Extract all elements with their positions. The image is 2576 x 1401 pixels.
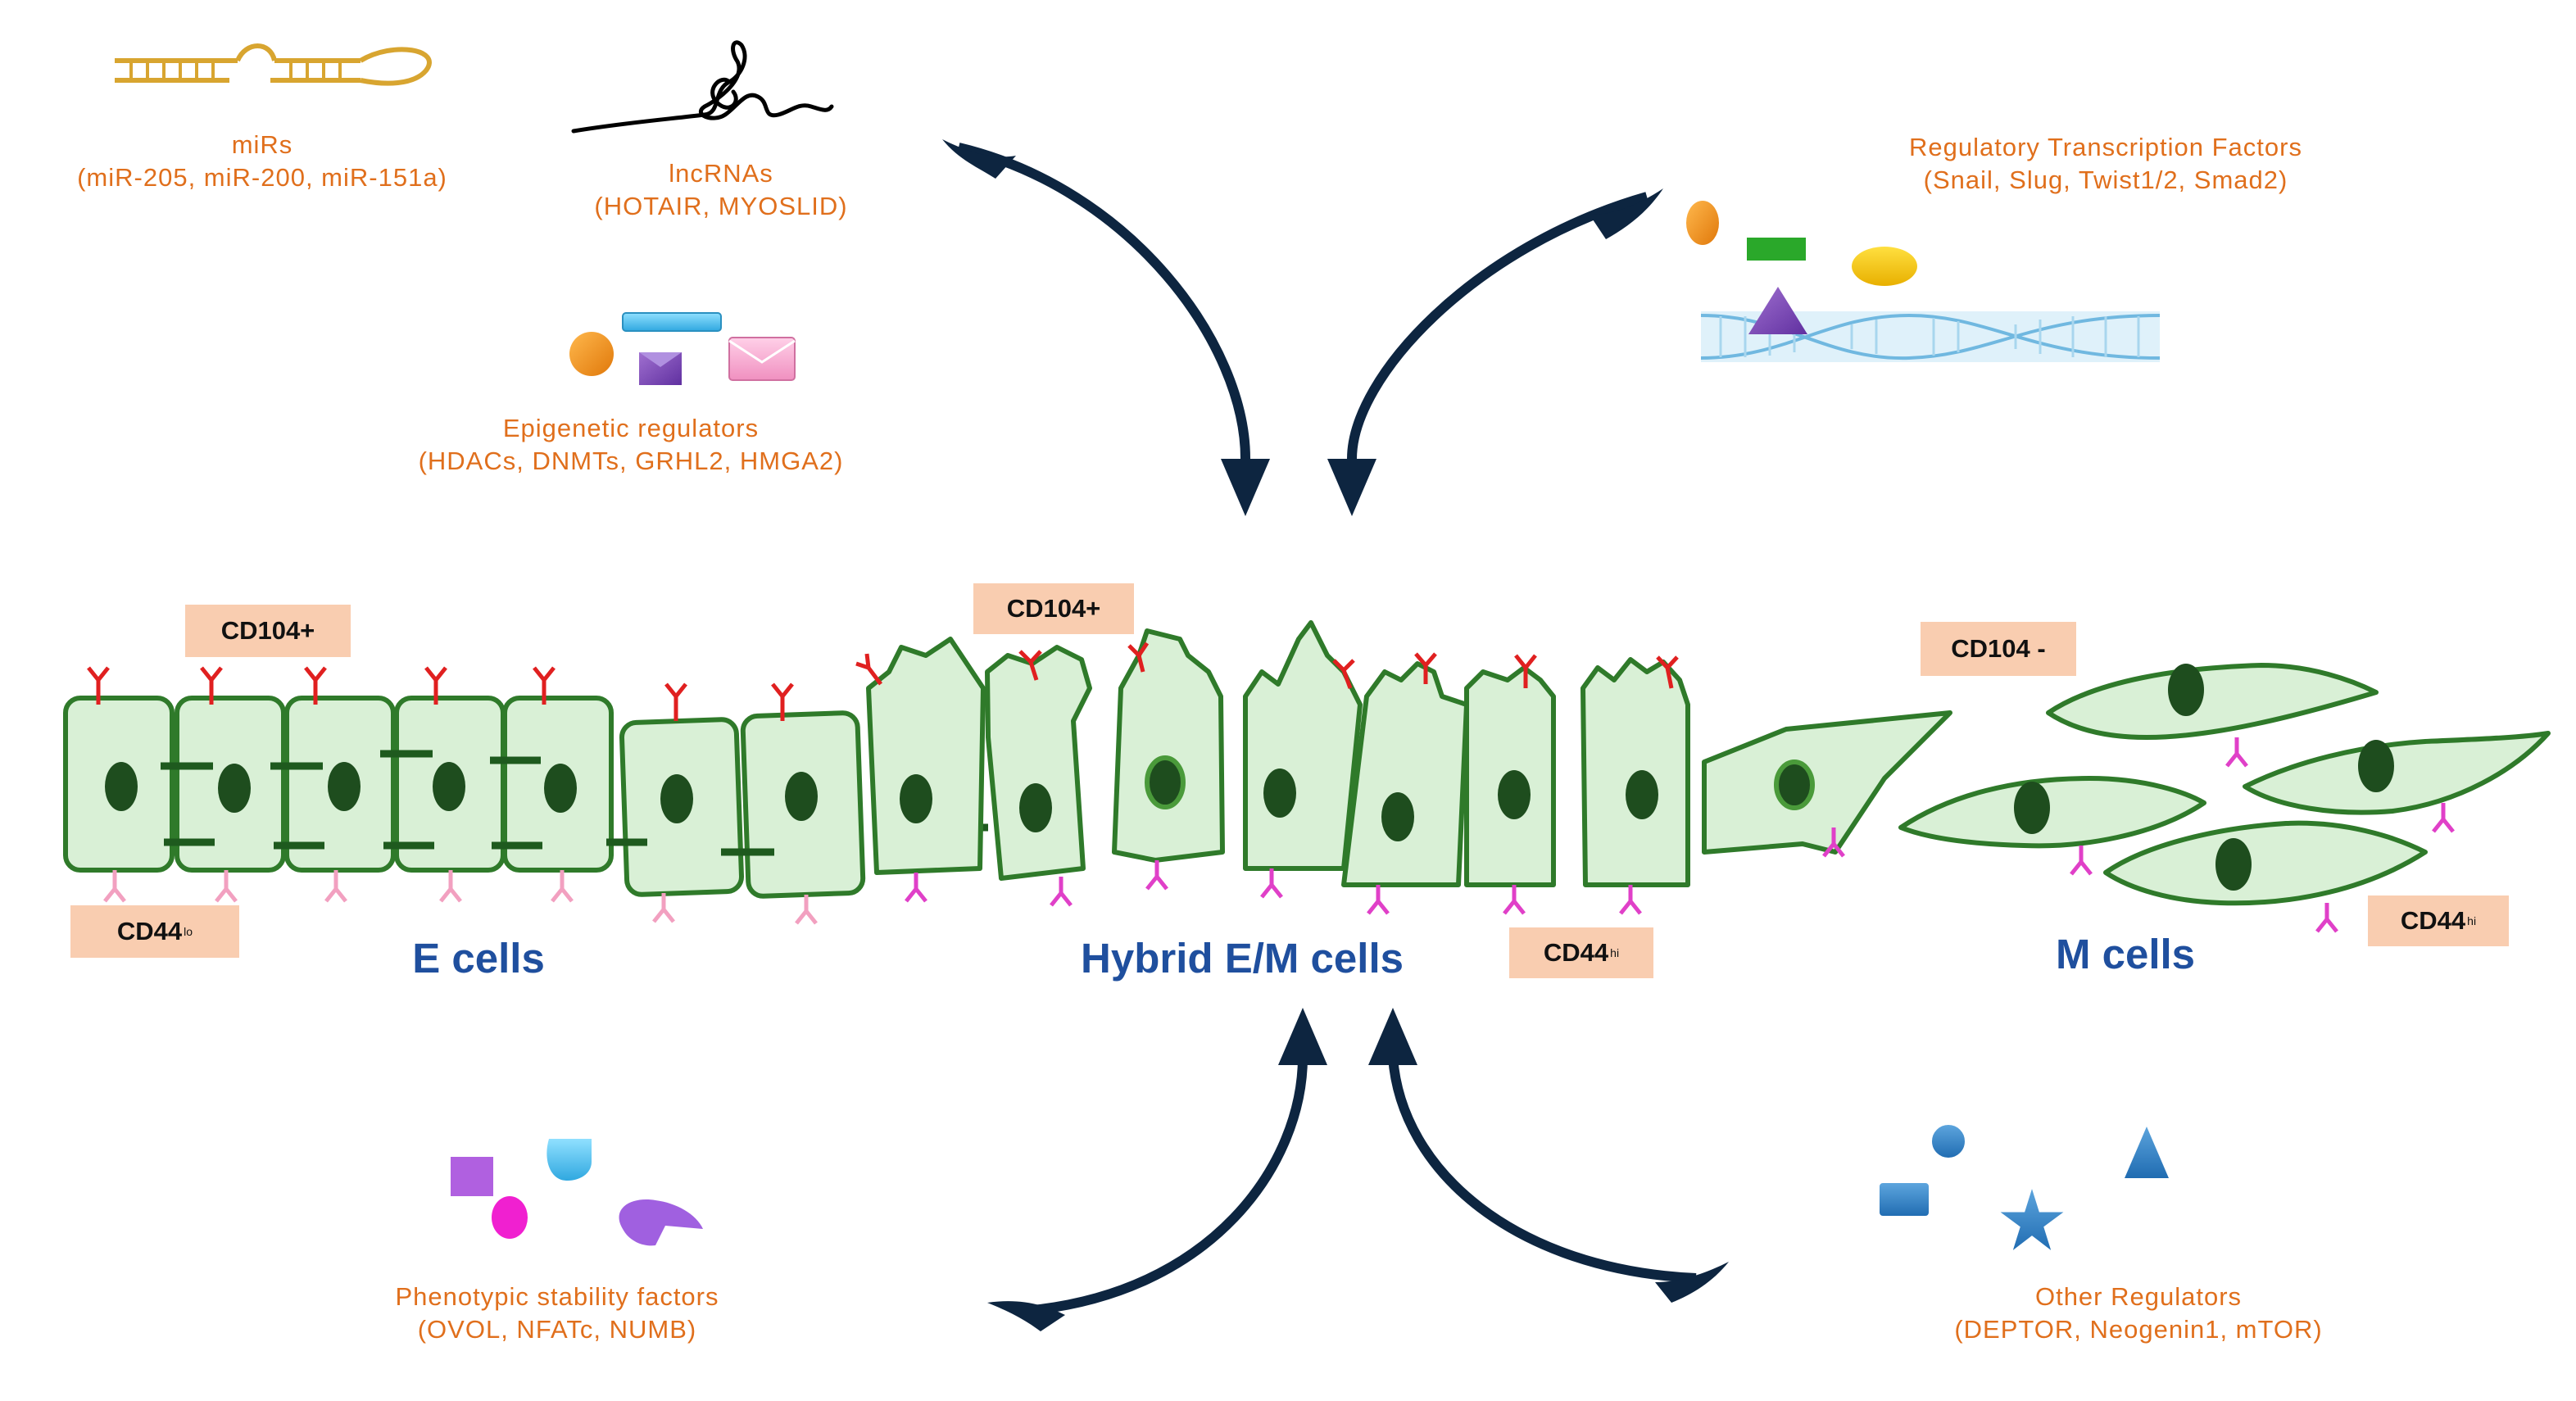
transcription-factor-icon-group xyxy=(1686,201,2161,362)
m-cell xyxy=(2046,663,2379,740)
m-cells-label: M cells xyxy=(2055,931,2196,977)
phenotypic-title: Phenotypic stability factors xyxy=(395,1282,719,1311)
transcription-title: Regulatory Transcription Factors xyxy=(1909,133,2302,161)
hybrid-cell xyxy=(866,637,986,875)
other-items: (DEPTOR, Neogenin1, mTOR) xyxy=(1954,1315,2323,1344)
mirs-title: miRs xyxy=(231,130,293,159)
dna-helix-icon xyxy=(1700,311,2161,362)
lncrnas-label: lncRNAs (HOTAIR, MYOSLID) xyxy=(524,157,918,223)
cd44-base: CD44 xyxy=(1543,938,1609,967)
cd44-sup: hi xyxy=(1610,946,1620,959)
phenotypic-items: (OVOL, NFATc, NUMB) xyxy=(417,1315,697,1344)
cd104-hybrid-tag: CD104+ xyxy=(973,583,1134,634)
arrow-bottom-right xyxy=(1368,1008,1729,1303)
hybrid-cells-label: Hybrid E/M cells xyxy=(1081,935,1404,982)
hybrid-cell xyxy=(1112,628,1225,863)
mirs-items: (miR-205, miR-200, miR-151a) xyxy=(77,163,447,192)
phenotypic-label: Phenotypic stability factors (OVOL, NFAT… xyxy=(311,1281,803,1346)
transcription-label: Regulatory Transcription Factors (Snail,… xyxy=(1786,131,2425,197)
epigenetic-icon-group xyxy=(569,312,796,385)
star-icon xyxy=(1993,1180,2071,1258)
other-regulators-label: Other Regulators (DEPTOR, Neogenin1, mTO… xyxy=(1876,1281,2401,1346)
epithelial-cell-row xyxy=(63,696,866,899)
triangle-icon xyxy=(2119,1118,2175,1181)
hybrid-cell xyxy=(985,645,1092,881)
e-cells-label: E cells xyxy=(412,935,545,982)
cd44-sup: hi xyxy=(2467,914,2477,927)
transition-cell xyxy=(1702,710,1952,855)
epigenetic-title: Epigenetic regulators xyxy=(502,414,760,442)
cd44-base: CD44 xyxy=(116,917,183,945)
mirs-label: miRs (miR-205, miR-200, miR-151a) xyxy=(25,129,500,194)
hybrid-cell xyxy=(1341,661,1469,887)
cd104-epithelial-tag: CD104+ xyxy=(185,605,351,657)
cd104-mesenchymal-tag: CD104 - xyxy=(1921,622,2076,676)
m-cell xyxy=(1898,776,2206,849)
nucleus-group xyxy=(105,664,2394,891)
rna-hairpin-icon xyxy=(115,43,432,86)
cd44hi-receptor-group xyxy=(905,737,2455,933)
other-title: Other Regulators xyxy=(2034,1282,2243,1311)
hybrid-cell xyxy=(1243,620,1363,871)
square-icon xyxy=(1876,1180,1932,1219)
cd104-receptor-group xyxy=(87,642,1679,721)
epigenetic-label: Epigenetic regulators (HDACs, DNMTs, GRH… xyxy=(336,412,926,478)
arrow-top-right xyxy=(1327,188,1663,516)
arrow-bottom-left xyxy=(987,1008,1327,1331)
mesenchymal-cell-group xyxy=(1702,663,2551,906)
hybrid-cell xyxy=(1581,657,1690,887)
cd44-base: CD44 xyxy=(2400,906,2466,935)
m-cell xyxy=(2103,820,2428,906)
hybrid-cell-row xyxy=(866,620,1690,887)
arrow-top-left xyxy=(942,139,1270,516)
phenotypic-icon-group xyxy=(451,1139,703,1246)
other-regulators-icon-group xyxy=(1876,1118,2175,1258)
transcription-items: (Snail, Slug, Twist1/2, Smad2) xyxy=(1923,165,2288,194)
lncrnas-title: lncRNAs xyxy=(669,159,773,188)
lncrna-squiggle-icon xyxy=(571,40,834,134)
circle-icon xyxy=(1929,1122,1968,1161)
cd44-sup: lo xyxy=(184,925,193,938)
cd44lo-receptor-group xyxy=(103,870,818,925)
m-cell xyxy=(2243,731,2551,815)
cell-junctions xyxy=(161,750,988,856)
epigenetic-items: (HDACs, DNMTs, GRHL2, HMGA2) xyxy=(418,447,844,475)
lncrnas-items: (HOTAIR, MYOSLID) xyxy=(594,192,848,220)
